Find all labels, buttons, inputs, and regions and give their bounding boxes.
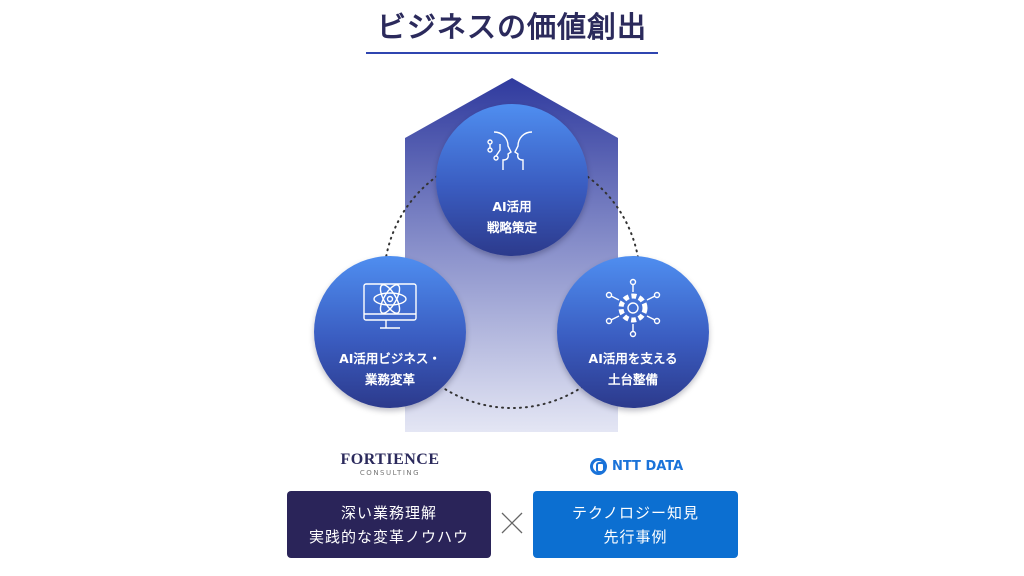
box-line1: テクノロジー知見 (571, 504, 700, 522)
circle-label-line1: AI活用を支える (588, 351, 678, 366)
monitor-atom-icon (363, 283, 417, 329)
box-line1: 深い業務理解 (340, 504, 437, 522)
fortience-logo-sub: CONSULTING (359, 469, 421, 477)
nttdata-strengths-box: テクノロジー知見 先行事例 (533, 491, 738, 558)
circle-label-line2: 戦略策定 (486, 220, 537, 235)
ai-human-face-icon (487, 131, 533, 170)
title-underline (366, 52, 658, 54)
ntt-data-logo: NTT DATA (590, 457, 683, 475)
circle-ai-strategy: AI活用戦略策定 (436, 104, 588, 256)
fortience-logo-name: FORTIENCE (340, 451, 440, 468)
box-line2: 実践的な変革ノウハウ (308, 528, 469, 546)
ntt-data-logo-name: NTT DATA (612, 458, 684, 474)
gear-network-icon (605, 278, 661, 338)
circle-label-line1: AI活用ビジネス・ (339, 351, 441, 366)
circle-label-line2: 業務変革 (364, 372, 415, 387)
fortience-consulting-logo: FORTIENCE CONSULTING (330, 451, 450, 477)
circle-ai-business-transformation: AI活用ビジネス・業務変革 (314, 256, 466, 408)
circle-label-line1: AI活用 (492, 199, 532, 214)
box-line2: 先行事例 (603, 528, 668, 546)
ntt-data-logo-mark-icon (590, 457, 607, 475)
circle-ai-foundation: AI活用を支える土台整備 (557, 256, 709, 408)
page-title: ビジネスの価値創出 (376, 10, 647, 44)
fortience-strengths-box: 深い業務理解 実践的な変革ノウハウ (287, 491, 491, 558)
times-cross-icon (501, 512, 523, 534)
circle-label-line2: 土台整備 (607, 372, 658, 387)
